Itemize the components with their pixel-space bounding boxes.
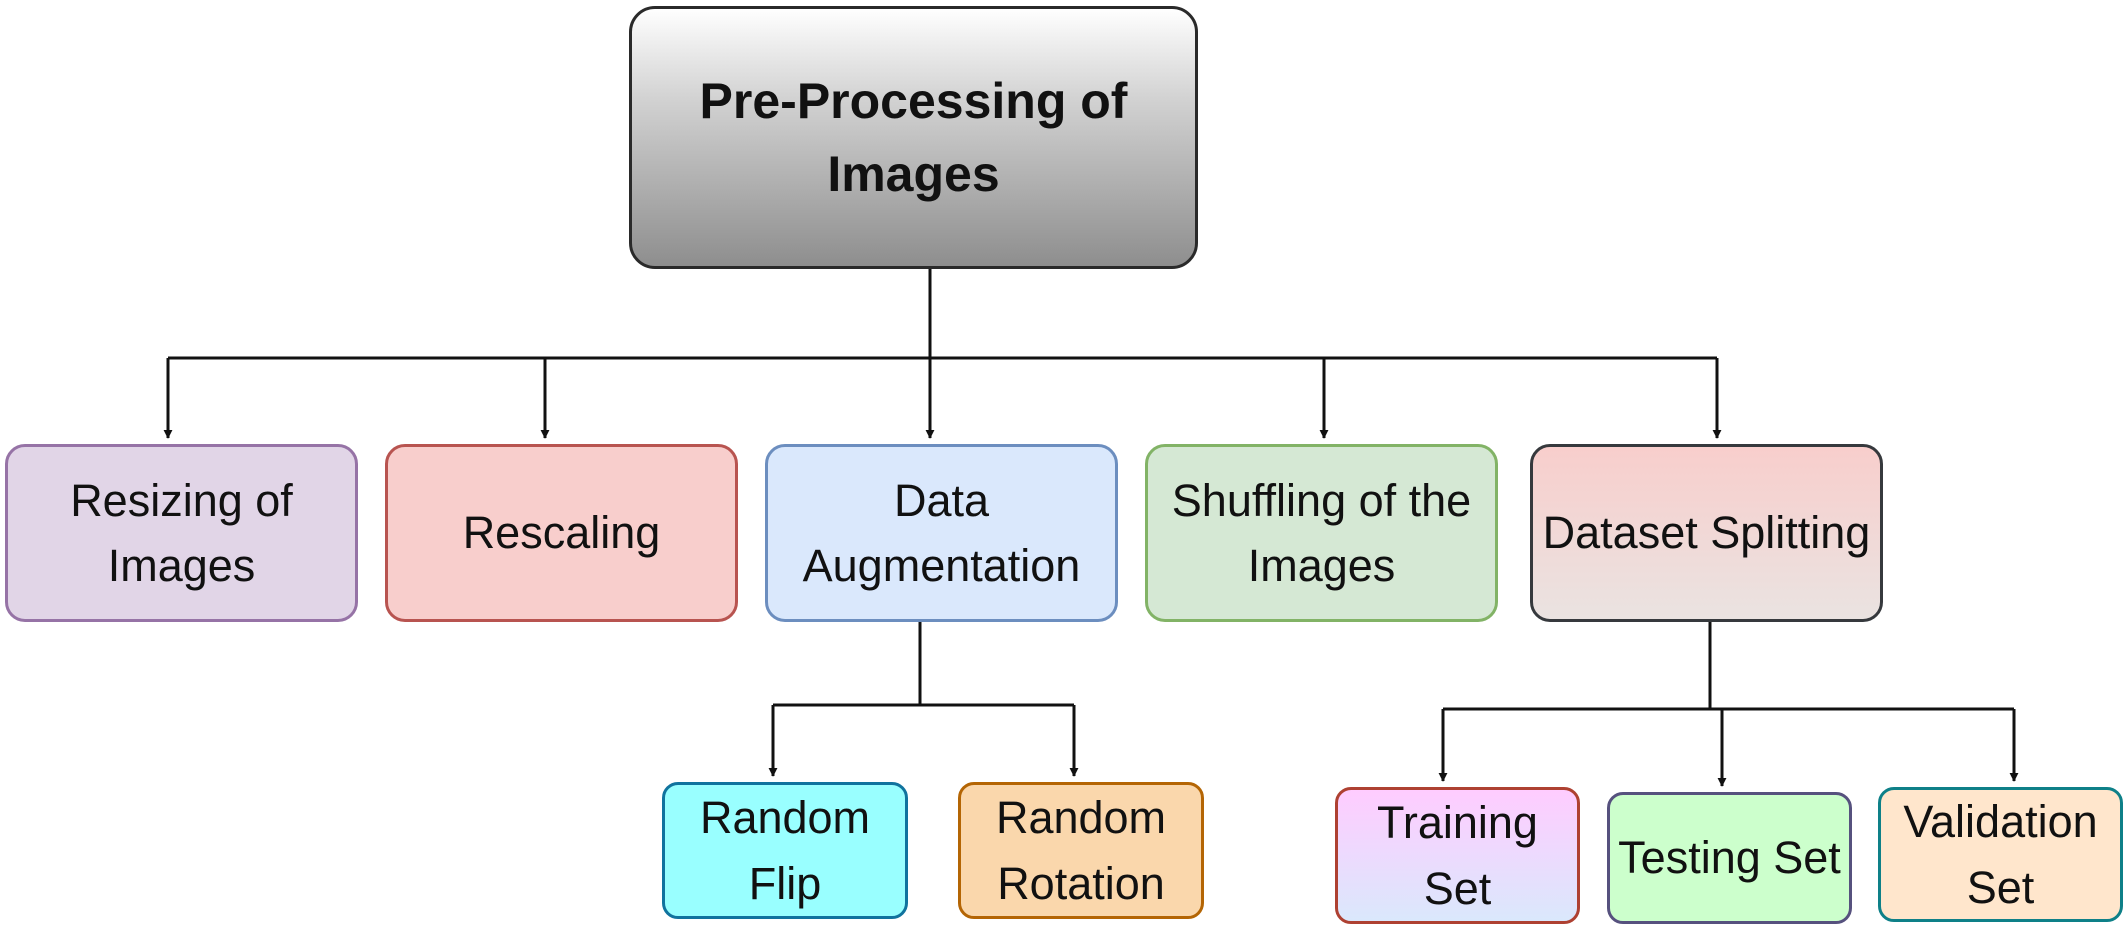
training-set-label: Training Set [1377, 797, 1538, 914]
step-augmentation-label: Data Augmentation [802, 474, 1081, 591]
validation-set-node: Validation Set [1878, 787, 2123, 922]
step-resizing-label-line2: Images [107, 540, 256, 591]
step-augmentation-node: Data Augmentation [765, 444, 1118, 622]
training-set-node: Training Set [1335, 787, 1580, 924]
step-splitting-label: Dataset Splitting [1542, 507, 1871, 559]
random-flip-label: Random Flip [699, 792, 871, 909]
root-node: Pre-Processing of Images [629, 6, 1198, 269]
step-splitting-node: Dataset Splitting [1530, 444, 1883, 622]
step-rescaling-node: Rescaling [385, 444, 738, 622]
step-resizing-label-line1: Resizing of [70, 474, 293, 526]
step-shuffling-label-line2: Images [1247, 540, 1396, 591]
step-rescaling-label: Rescaling [462, 507, 661, 559]
root-label: Pre-Processing of Images [699, 73, 1128, 202]
random-flip-node: Random Flip [662, 782, 908, 919]
step-shuffling-node: Shuffling of the Images [1145, 444, 1498, 622]
step-resizing-node: Resizing of Images [5, 444, 358, 622]
random-rotation-label-line2: Rotation [997, 857, 1165, 909]
validation-set-label: Validation Set [1903, 796, 2098, 913]
random-rotation-node: Random Rotation [958, 782, 1204, 919]
testing-set-label: Testing Set [1618, 832, 1841, 884]
random-rotation-label-line1: Random [995, 792, 1167, 844]
testing-set-node: Testing Set [1607, 792, 1852, 924]
step-shuffling-label-line1: Shuffling of the [1171, 474, 1472, 526]
